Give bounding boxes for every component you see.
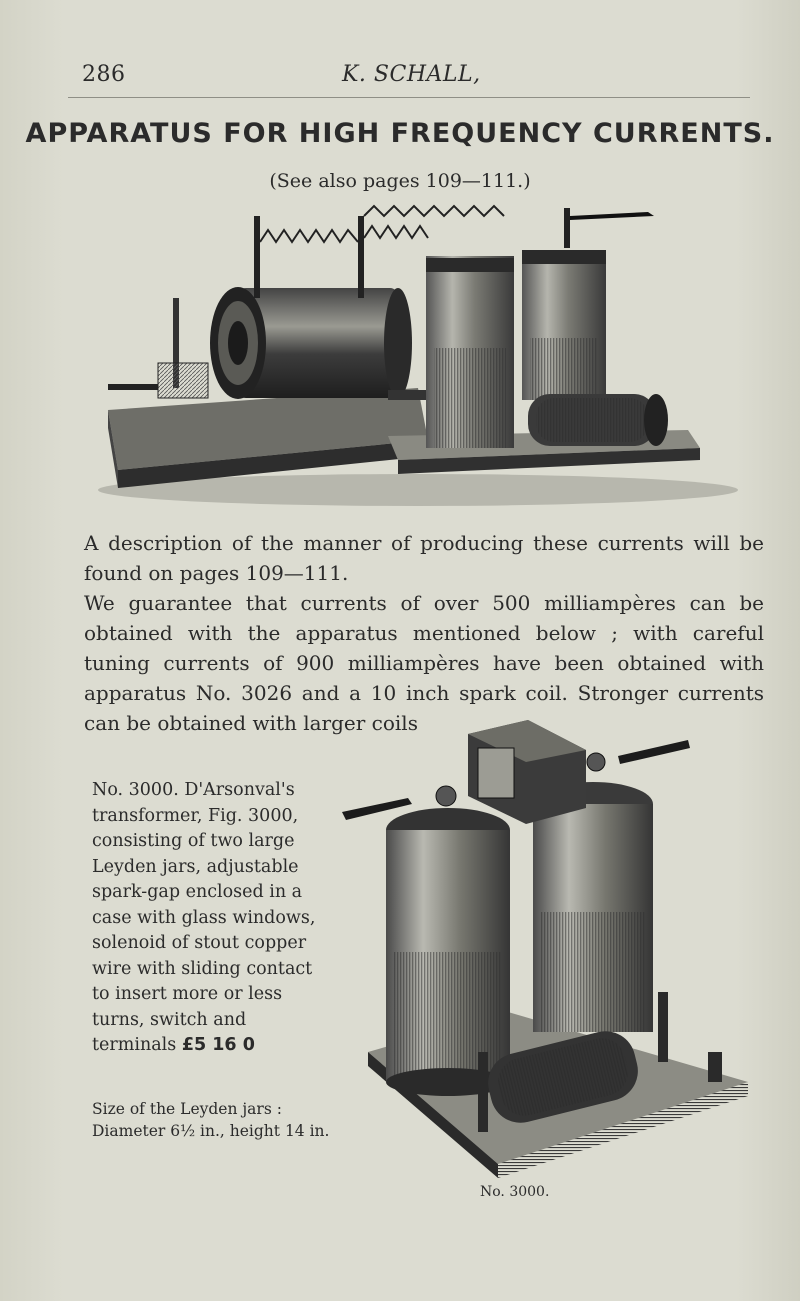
section-subtitle: (See also pages 109—111.) — [269, 170, 531, 192]
figure-caption: No. 3000. — [480, 1184, 550, 1200]
darsonval-transformer-illustration — [342, 720, 748, 1178]
description-paragraph: A description of the manner of producing… — [84, 531, 764, 585]
item-description: No. 3000. D'Arsonval's transformer, Fig.… — [92, 778, 322, 1059]
jar-size-note: Size of the Leyden jars : Diameter 6½ in… — [92, 1098, 332, 1142]
item-price: £5 16 0 — [181, 1035, 255, 1055]
running-head-author: K. SCHALL, — [342, 62, 481, 87]
jar-size-dimensions: Diameter 6½ in., height 14 in. — [92, 1122, 330, 1140]
page-number: 286 — [82, 62, 126, 87]
header-rule — [68, 97, 750, 98]
guarantee-paragraph: We guarantee that currents of over 500 m… — [84, 591, 764, 735]
section-title: APPARATUS FOR HIGH FREQUENCY CURRENTS. — [25, 118, 775, 149]
high-frequency-apparatus-illustration — [98, 204, 738, 506]
item-description-text: No. 3000. D'Arsonval's transformer, Fig.… — [92, 780, 316, 1055]
jar-size-heading: Size of the Leyden jars : — [92, 1100, 282, 1118]
